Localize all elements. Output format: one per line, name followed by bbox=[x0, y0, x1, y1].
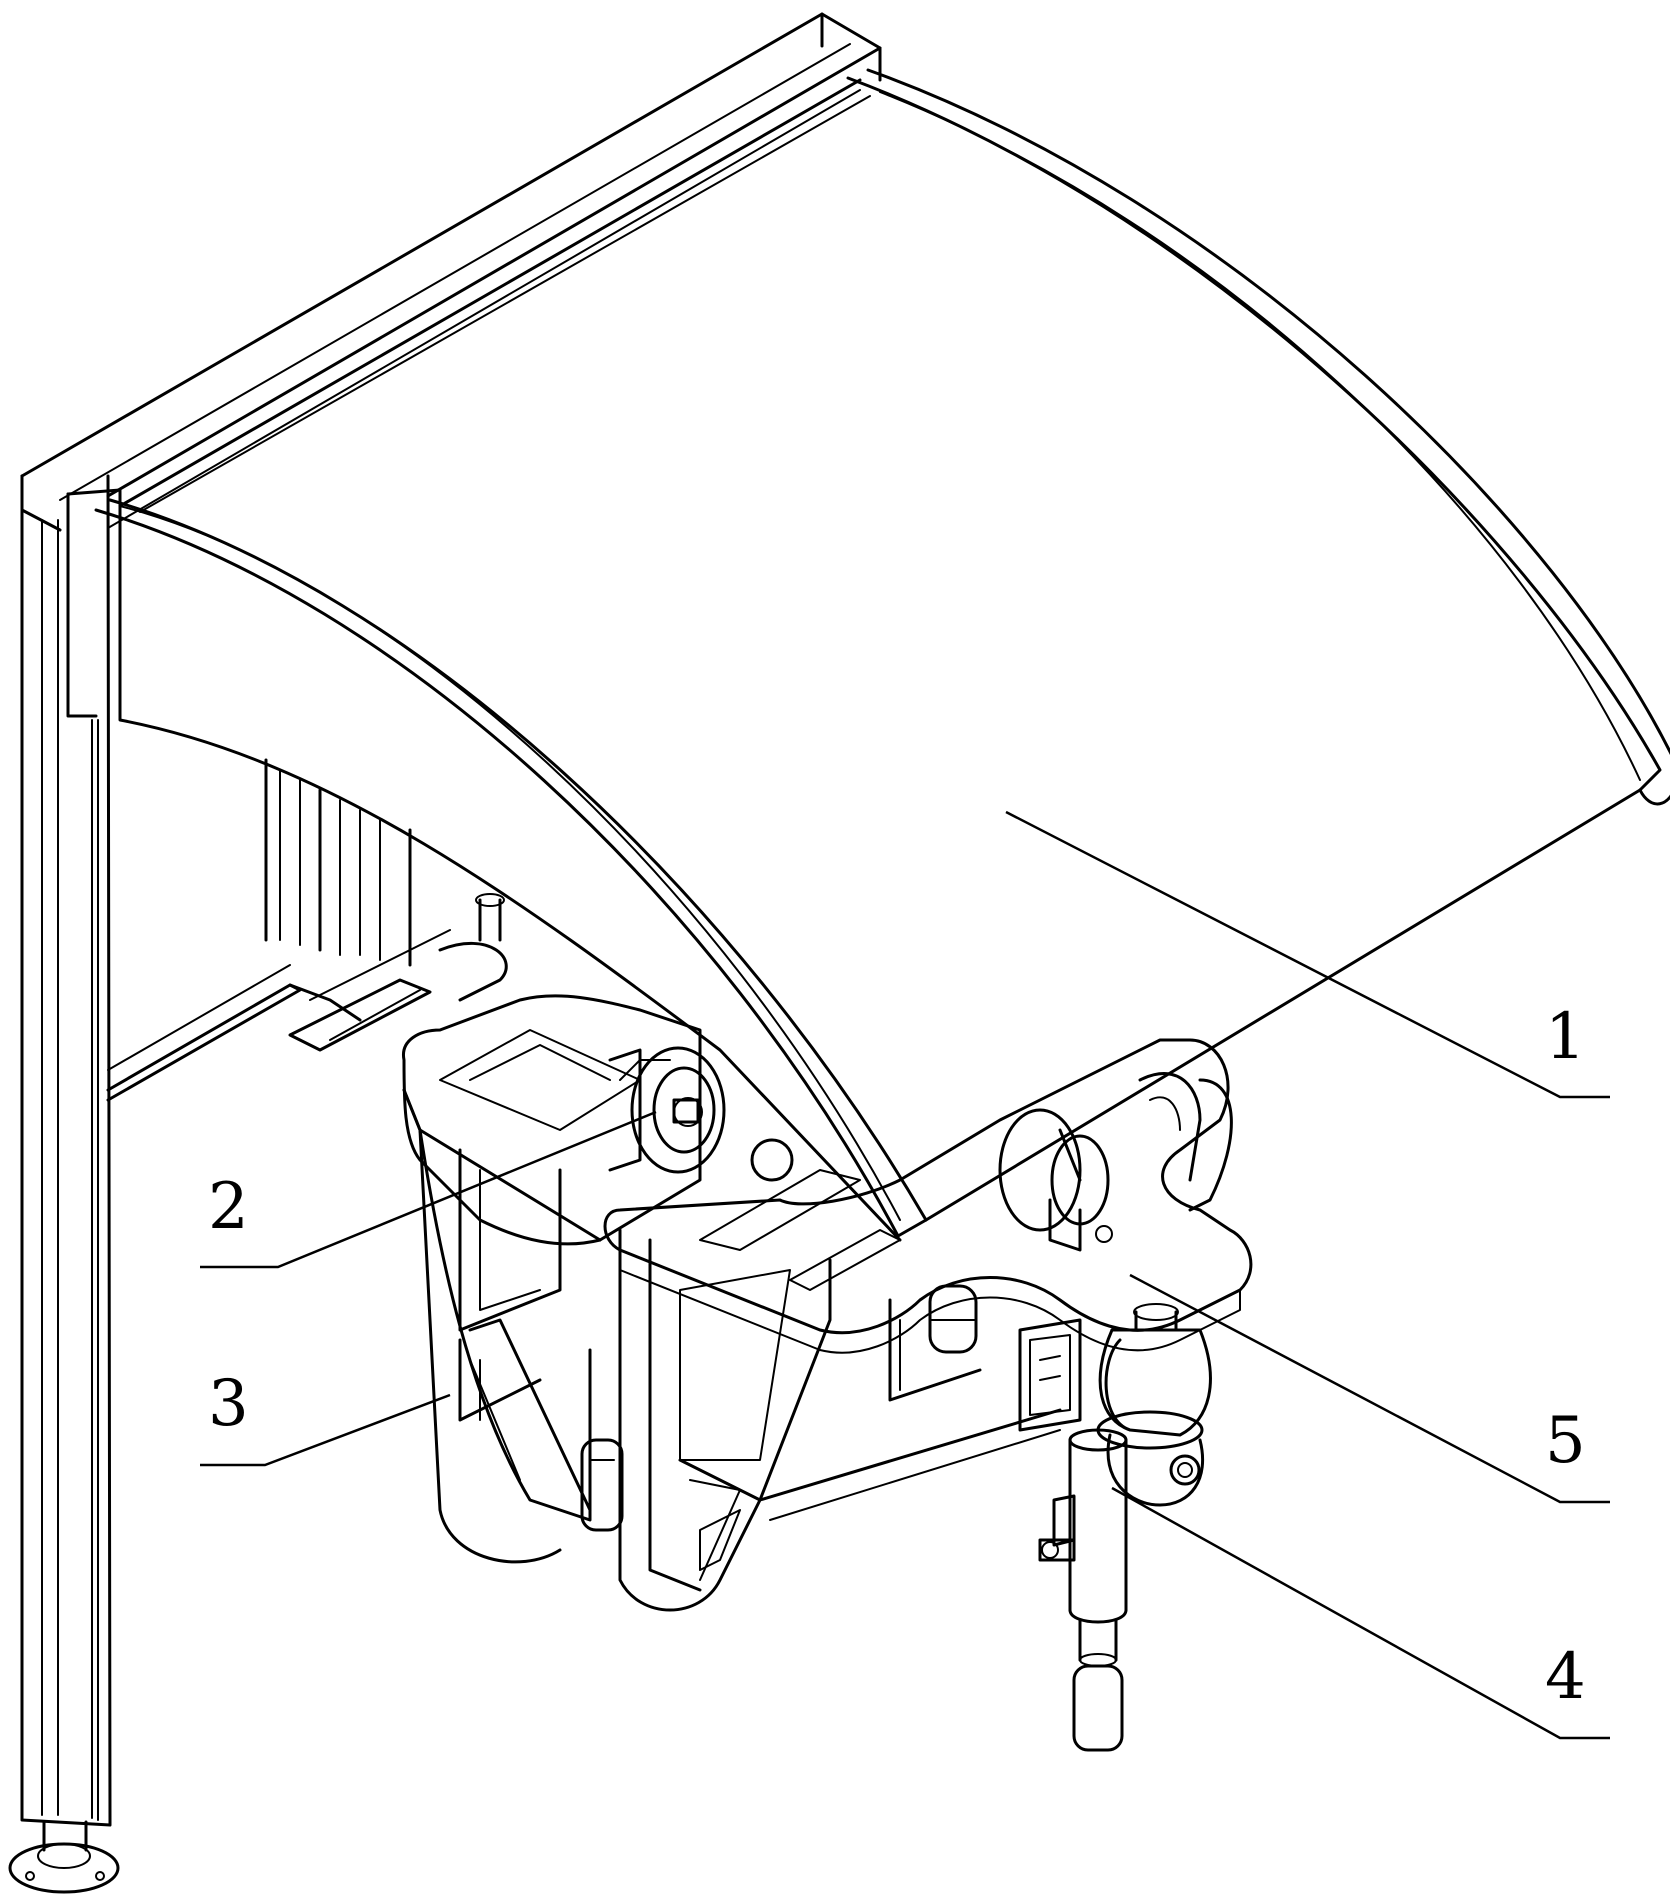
carriage-frame bbox=[402, 1088, 832, 1612]
label-3: 3 bbox=[208, 1367, 249, 1441]
upper-plate bbox=[402, 994, 794, 1246]
canopy-cover bbox=[66, 68, 1670, 1242]
leader-4 bbox=[1111, 1486, 1610, 1740]
label-2: 2 bbox=[208, 1170, 249, 1244]
leader-1 bbox=[1005, 810, 1610, 1099]
leader-2 bbox=[200, 1110, 657, 1269]
lower-plate bbox=[603, 1038, 1253, 1354]
label-5: 5 bbox=[1545, 1404, 1586, 1478]
underside-components bbox=[758, 1284, 1082, 1521]
reference-labels: 1 2 3 4 5 bbox=[208, 1000, 1586, 1714]
leader-lines bbox=[200, 810, 1610, 1740]
camera-assembly bbox=[1038, 1303, 1212, 1752]
back-frame bbox=[106, 758, 508, 1102]
leader-3 bbox=[200, 1393, 451, 1467]
leader-5 bbox=[1129, 1273, 1610, 1504]
label-1: 1 bbox=[1545, 1000, 1586, 1074]
label-4: 4 bbox=[1545, 1640, 1586, 1714]
vertical-post bbox=[8, 474, 120, 1894]
top-beam bbox=[20, 12, 882, 532]
